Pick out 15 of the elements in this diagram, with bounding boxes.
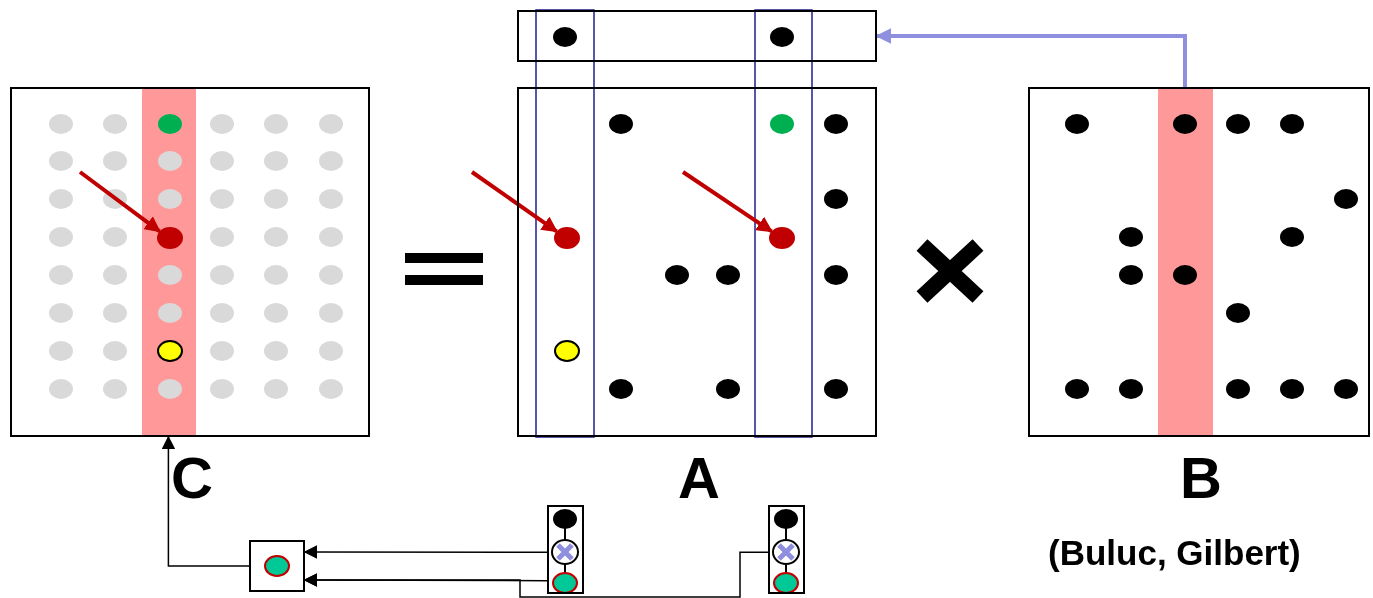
matrix-name: B xyxy=(1179,449,1223,507)
citation-text: (Buluc, Gilbert) xyxy=(1048,533,1301,573)
result-entry-box xyxy=(249,540,305,592)
matrix-name: A xyxy=(677,449,721,507)
matrix-name: C xyxy=(170,449,214,507)
arrow xyxy=(303,551,769,598)
arrow xyxy=(875,28,1187,87)
arrow xyxy=(78,170,161,233)
arrow xyxy=(303,545,548,559)
arrow xyxy=(161,435,250,567)
arrow xyxy=(681,170,773,234)
arrow xyxy=(470,170,558,234)
highlighted-entry-dot xyxy=(554,227,580,249)
highlighted-entry-dot xyxy=(769,227,795,249)
row-vector-box xyxy=(517,10,877,62)
